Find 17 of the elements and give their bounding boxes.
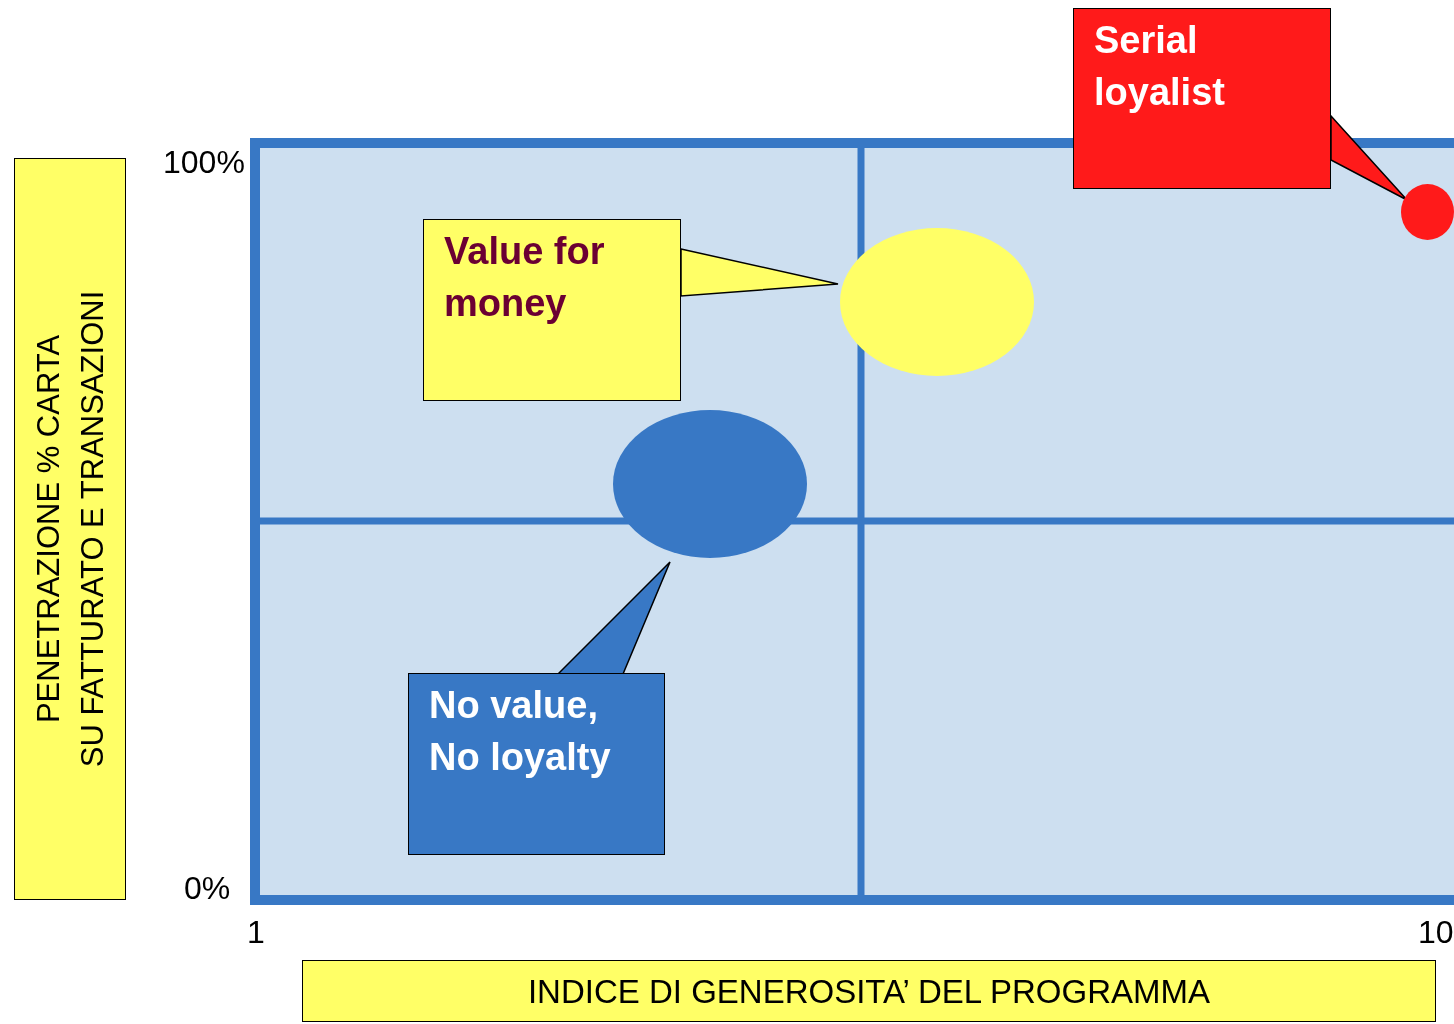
callout-pointer — [556, 561, 671, 675]
axis-tick-label: 1 — [247, 914, 265, 951]
callout-pointer — [680, 248, 839, 297]
callout-box — [423, 219, 681, 401]
axis-tick-label: 10 — [1418, 914, 1454, 951]
axis-title-box — [14, 158, 126, 900]
axis-title-box — [302, 960, 1436, 1022]
axis-title: SU FATTURATO E TRANSAZIONI — [74, 289, 111, 770]
callout-box — [1073, 8, 1331, 189]
axis-tick-label: 0% — [184, 870, 231, 907]
callout-text: Value for money — [444, 229, 606, 326]
callout-text: Serial loyalist — [1094, 18, 1226, 115]
axis-tick-label: 100% — [163, 144, 245, 181]
callout-text: No value, No loyalty — [429, 683, 612, 780]
axis-title: INDICE DI GENEROSITA’ DEL PROGRAMMA — [526, 973, 1212, 1011]
axis-title: PENETRAZIONE % CARTA — [30, 333, 67, 726]
callout-pointer — [1330, 114, 1408, 201]
